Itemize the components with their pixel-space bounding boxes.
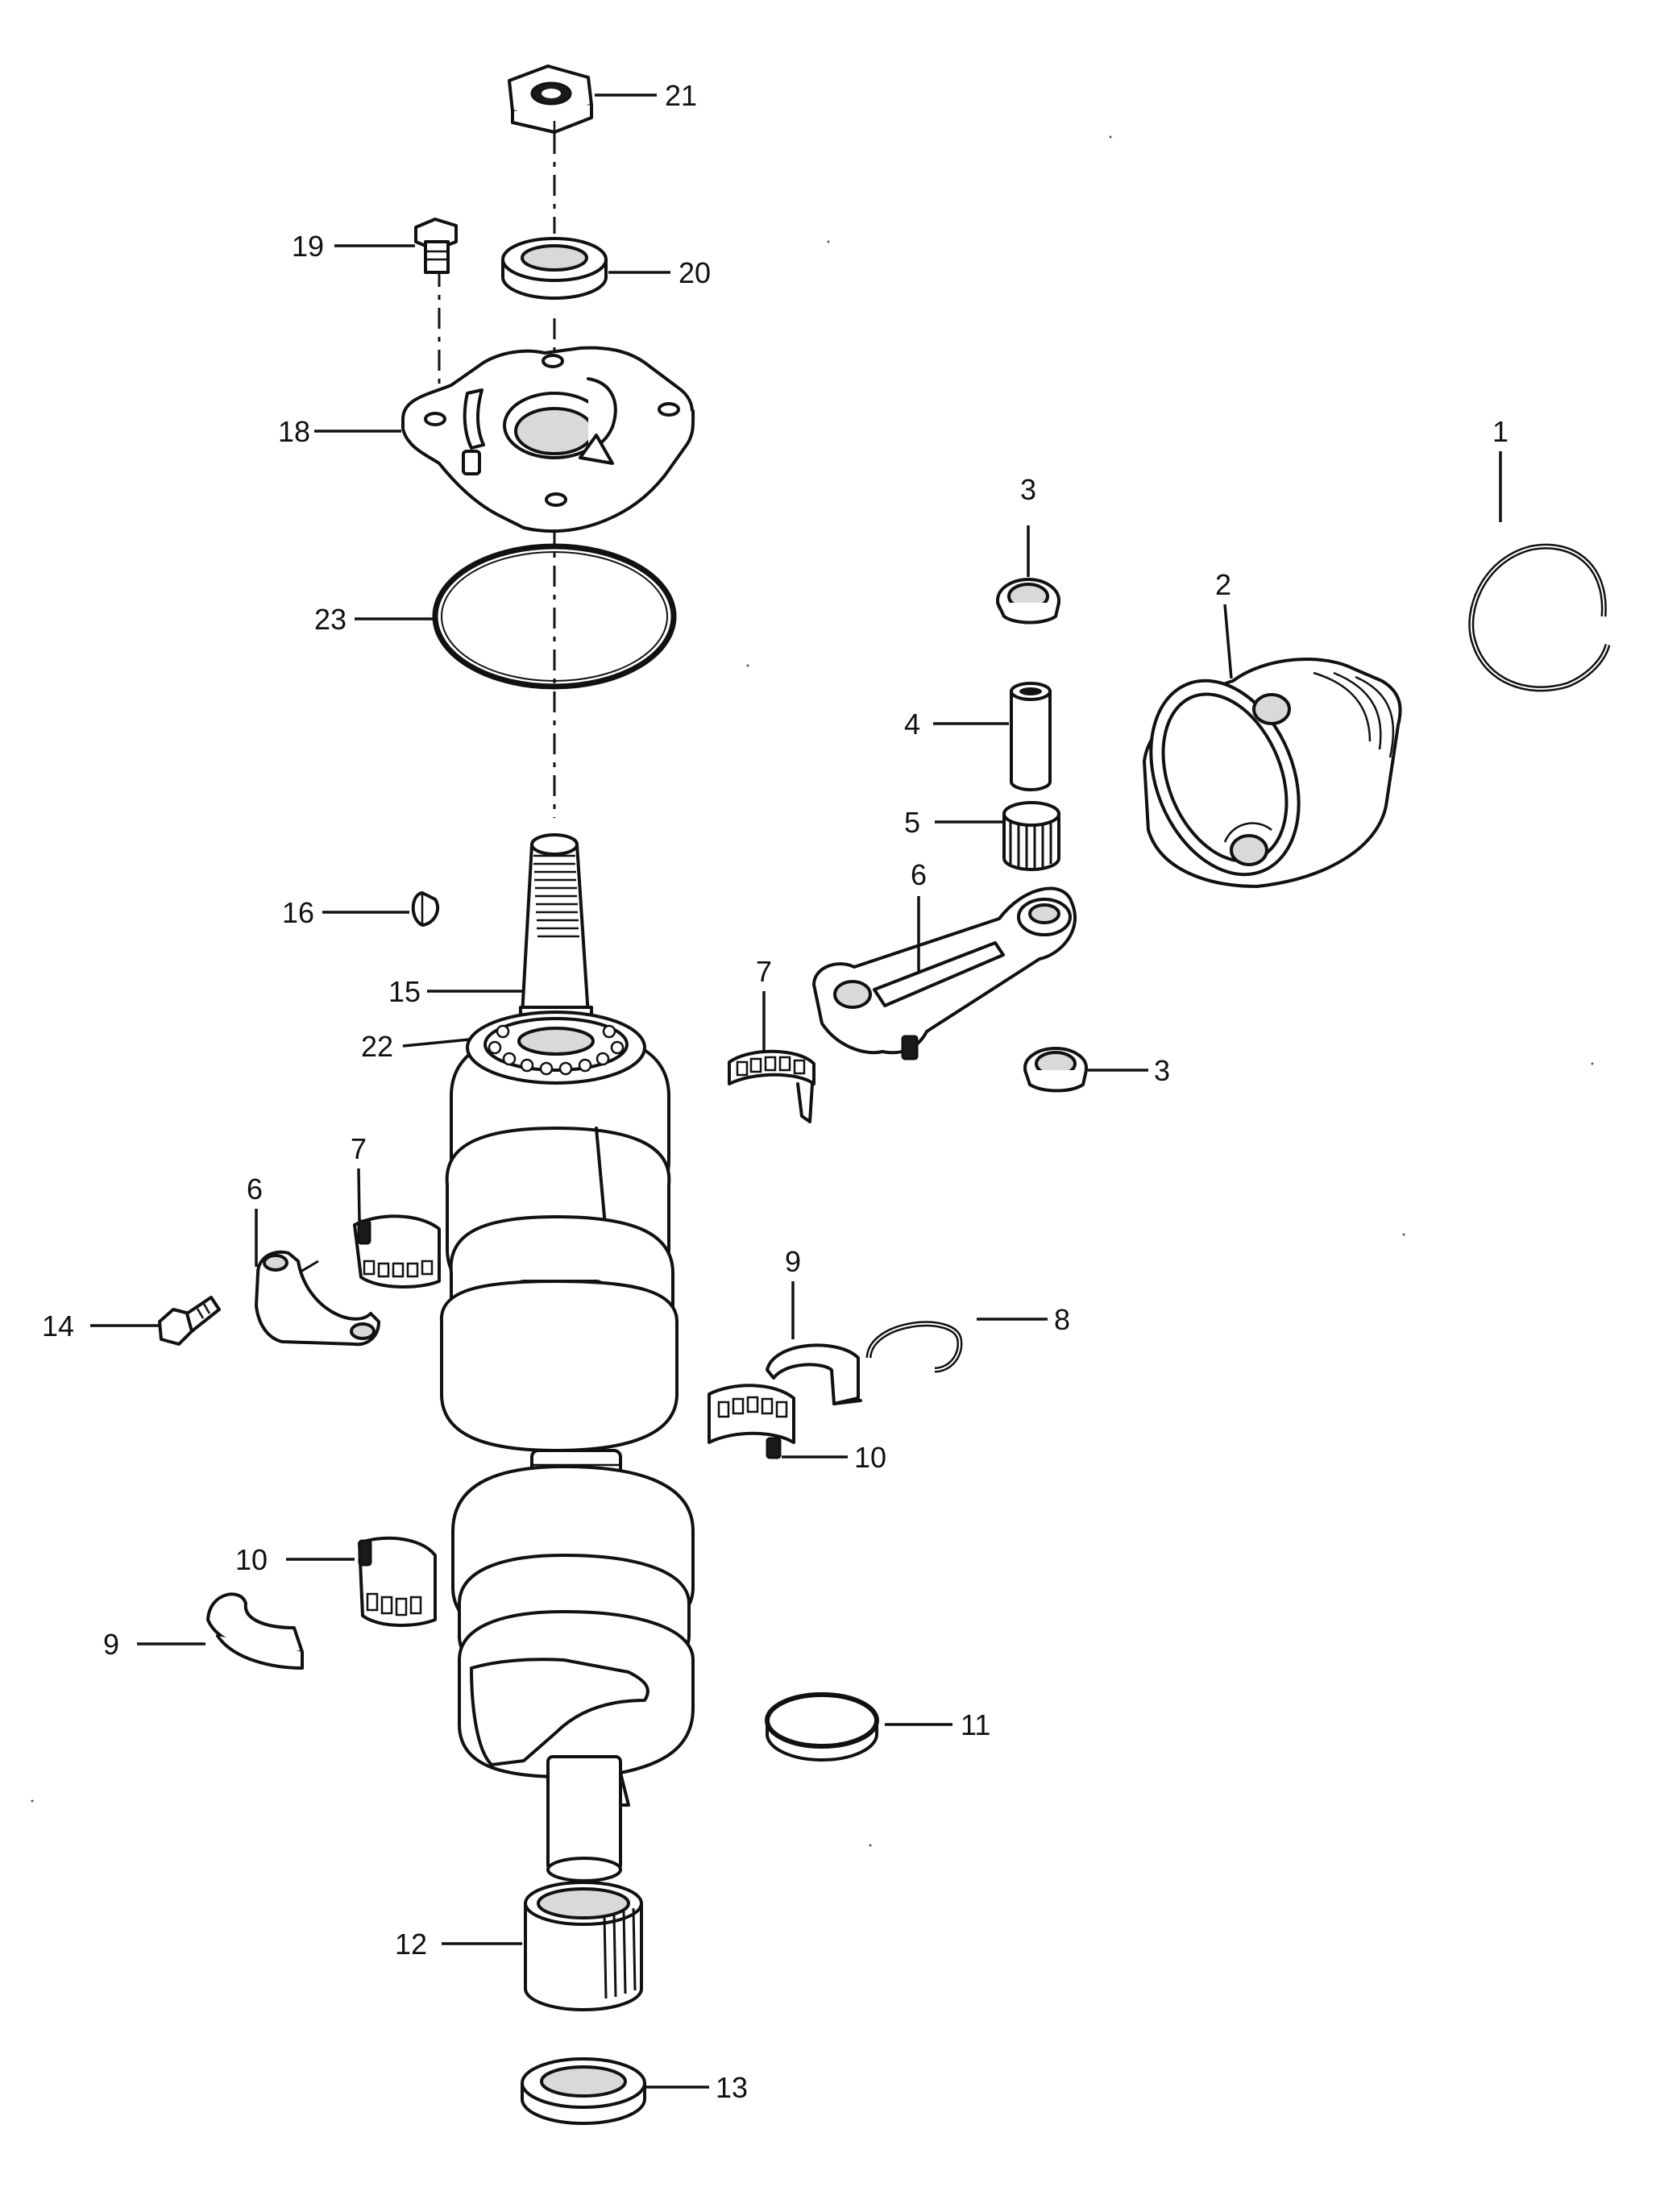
part-23-o-ring — [432, 543, 677, 690]
part-5-needle-bearing — [1002, 801, 1060, 871]
callout-7-upper: 7 — [756, 955, 772, 988]
part-11-seal-ring — [765, 1692, 879, 1762]
part-15-crankshaft — [439, 833, 695, 1882]
callout-21: 21 — [665, 79, 697, 112]
callout-13: 13 — [716, 2071, 748, 2104]
part-22-ball-bearing — [466, 1011, 646, 1085]
callout-14: 14 — [42, 1309, 74, 1343]
part-10-cage-lower — [358, 1536, 437, 1627]
part-7-bearing-cage-lower — [353, 1214, 441, 1289]
part-20-washer — [501, 237, 608, 300]
callout-18: 18 — [278, 415, 310, 448]
part-10-cage-upper — [708, 1384, 795, 1459]
part-16-key — [411, 891, 440, 927]
callout-5: 5 — [904, 806, 920, 839]
callout-9-lower: 9 — [103, 1628, 119, 1661]
leader-lines — [90, 93, 1502, 2089]
callout-labels: 21 20 19 18 23 1 2 3 4 5 6 3 7 16 15 22 … — [42, 79, 1509, 2104]
callout-9-upper: 9 — [785, 1245, 801, 1278]
part-8-snap-ring — [865, 1321, 963, 1373]
part-2-piston — [1143, 658, 1402, 888]
scan-specks — [31, 135, 1594, 1847]
part-4-wrist-pin — [1010, 682, 1052, 791]
callout-3-lower: 3 — [1154, 1054, 1170, 1087]
callout-12: 12 — [395, 1928, 427, 1961]
callout-15: 15 — [388, 975, 421, 1008]
callout-4: 4 — [904, 708, 920, 741]
part-3-retainer-upper — [996, 578, 1060, 625]
part-7-bearing-cage-upper — [728, 1049, 815, 1123]
callout-22: 22 — [361, 1030, 393, 1063]
callout-19: 19 — [292, 230, 324, 263]
callout-10-lower: 10 — [235, 1543, 268, 1576]
part-9-race-upper — [766, 1343, 862, 1405]
callout-2: 2 — [1215, 568, 1231, 601]
part-9-race-lower — [206, 1592, 304, 1670]
part-12-lower-bearing — [524, 1881, 643, 2011]
callout-23: 23 — [314, 603, 347, 636]
part-14-rod-bolt — [158, 1296, 221, 1346]
part-6-rod-cap — [255, 1250, 380, 1347]
callout-8: 8 — [1054, 1303, 1070, 1336]
callout-11: 11 — [961, 1708, 990, 1741]
callout-3-upper: 3 — [1020, 473, 1036, 506]
callout-20: 20 — [679, 256, 711, 289]
part-1-piston-ring — [1468, 543, 1611, 692]
part-3-retainer-lower — [1023, 1047, 1088, 1093]
part-6-connecting-rod — [812, 886, 1077, 1060]
callout-1: 1 — [1492, 415, 1509, 448]
callout-6-upper: 6 — [911, 858, 927, 891]
part-13-seal — [521, 2057, 646, 2125]
callout-10-upper: 10 — [854, 1441, 886, 1474]
callout-7-lower: 7 — [351, 1132, 367, 1165]
part-19-bolt — [414, 218, 458, 274]
part-18-end-cap — [401, 346, 695, 533]
part-21-nut — [508, 64, 593, 134]
callout-6-lower: 6 — [247, 1172, 263, 1206]
callout-16: 16 — [282, 896, 314, 929]
